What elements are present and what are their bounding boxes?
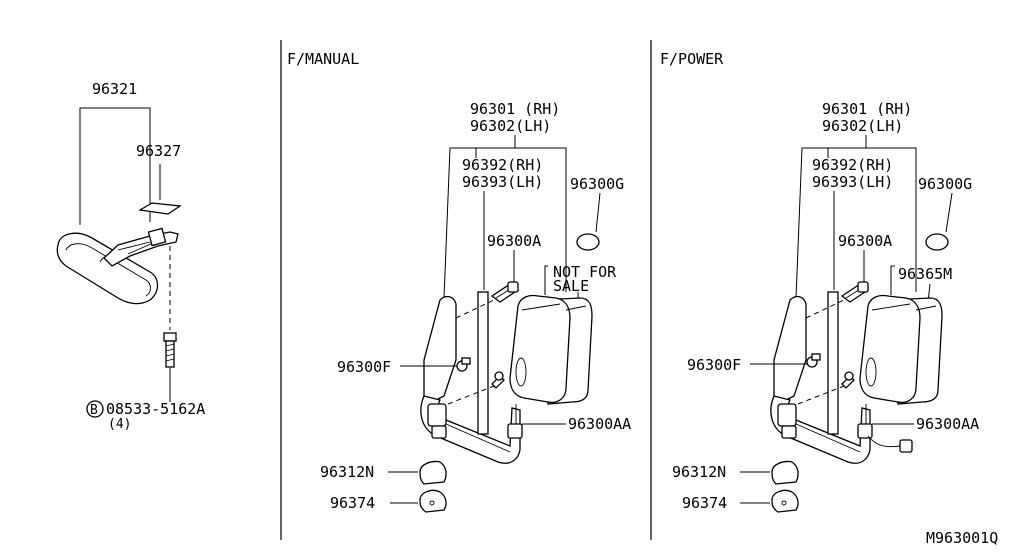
manual-label-nfs-1: NOT FOR: [553, 263, 617, 281]
manual-label-96300AA[interactable]: 96300AA: [568, 415, 631, 433]
power-label-96300AA[interactable]: 96300AA: [916, 415, 979, 433]
power-wire-harness-shape: [867, 435, 901, 448]
manual-label-96393[interactable]: 96393(LH): [462, 173, 543, 191]
section-title-manual: F/MANUAL: [287, 50, 359, 68]
manual-bolt-96300A-icon: [490, 281, 520, 303]
manual-label-96300F[interactable]: 96300F: [337, 358, 391, 376]
manual-label-96300A[interactable]: 96300A: [487, 232, 541, 250]
power-label-96392[interactable]: 96392(RH): [812, 156, 893, 174]
manual-label-96312N[interactable]: 96312N: [320, 463, 374, 481]
power-screw-icon: [841, 371, 855, 389]
manual-mirror-group: 96301 (RH) 96302(LH) 96392(RH) 96393(LH)…: [320, 100, 631, 513]
power-label-96393[interactable]: 96393(LH): [812, 173, 893, 191]
power-bolt-96300A-icon: [840, 281, 870, 303]
power-mirror-group: 96301 (RH) 96302(LH) 96392(RH) 96393(LH)…: [672, 100, 979, 513]
manual-label-96392[interactable]: 96392(RH): [462, 156, 543, 174]
manual-screw-icon: [491, 371, 505, 389]
manual-label-96301[interactable]: 96301 (RH): [470, 100, 560, 118]
power-label-96300F[interactable]: 96300F: [687, 356, 741, 374]
inside-mirror-group: 96321 96327 B 08533-5162A (4): [56, 80, 205, 432]
power-label-96300G[interactable]: 96300G: [918, 175, 972, 193]
bolt-circle-icon: [86, 400, 104, 418]
manual-cap-96300G-shape: [576, 233, 600, 251]
power-label-96302[interactable]: 96302(LH): [822, 117, 903, 135]
power-label-96301[interactable]: 96301 (RH): [822, 100, 912, 118]
manual-label-96300G[interactable]: 96300G: [570, 175, 624, 193]
manual-label-96374[interactable]: 96374: [330, 494, 375, 512]
power-screw-96300F-icon: [806, 353, 821, 368]
manual-screw-96300F-icon: [456, 357, 471, 372]
section-title-power: F/POWER: [660, 50, 724, 68]
diagram-code: M963001Q: [926, 529, 998, 547]
manual-mirror-arm-shape: [423, 295, 457, 403]
bolt-quantity: (4): [108, 417, 131, 432]
inside-mirror-shape: [56, 232, 159, 305]
mirror-screw-icon: [163, 332, 177, 368]
mirror-pad-shape: [138, 202, 182, 215]
power-label-96312N[interactable]: 96312N: [672, 463, 726, 481]
manual-mirror-glass-shape: [509, 294, 571, 404]
bolt-symbol: B: [90, 403, 98, 418]
manual-label-nfs-2: SALE: [553, 277, 589, 295]
power-mirror-glass-shape: [859, 294, 921, 404]
part-label-08533-5162A[interactable]: 08533-5162A: [106, 400, 205, 418]
power-cover-96312N-shape: [771, 460, 799, 485]
manual-cover-96312N-shape: [419, 460, 447, 485]
power-label-96365M[interactable]: 96365M: [898, 265, 952, 283]
manual-label-96302[interactable]: 96302(LH): [470, 117, 551, 135]
part-label-96327[interactable]: 96327: [136, 142, 181, 160]
part-label-96321[interactable]: 96321: [92, 80, 137, 98]
power-label-96300A[interactable]: 96300A: [838, 232, 892, 250]
power-cap-96300G-shape: [925, 233, 949, 251]
power-label-96374[interactable]: 96374: [682, 494, 727, 512]
power-mirror-arm-shape: [773, 295, 807, 403]
